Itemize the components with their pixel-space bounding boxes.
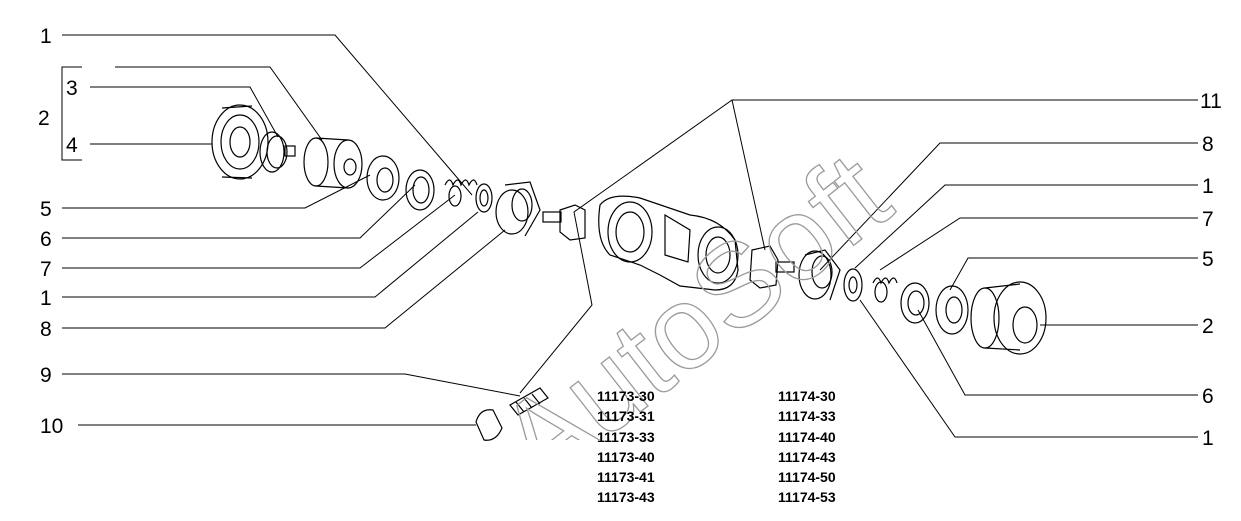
callout-label: 1 <box>40 25 52 48</box>
callout-label: 7 <box>1202 208 1214 231</box>
dust-cap-10 <box>475 409 503 441</box>
model-code: 11173-30 <box>597 388 655 404</box>
callout-label: 7 <box>40 258 52 281</box>
cylinder-body <box>598 195 739 291</box>
right-seal-5 <box>935 285 969 335</box>
left-seal-5 <box>366 155 400 201</box>
callout-label: 6 <box>1202 385 1214 408</box>
model-code: 11173-33 <box>597 429 655 445</box>
model-code: 11173-40 <box>597 449 655 465</box>
callout-label: 6 <box>40 228 52 251</box>
callout-label: 3 <box>66 77 78 100</box>
callout-label: 2 <box>38 107 50 130</box>
left-piston-body <box>303 137 363 189</box>
model-code: 11174-33 <box>778 408 836 424</box>
callout-label: 5 <box>1202 248 1214 271</box>
callout-label: 1 <box>40 287 52 310</box>
left-cap-4 <box>211 104 269 180</box>
callout-label: 1 <box>1202 427 1214 450</box>
callout-label: 8 <box>1202 133 1214 156</box>
right-boot-8 <box>798 249 841 301</box>
right-cap-2 <box>970 281 1047 355</box>
left-adjuster <box>542 204 586 241</box>
model-code: 11173-41 <box>597 469 655 485</box>
callout-label: 4 <box>66 134 78 157</box>
callout-label: 5 <box>40 198 52 221</box>
right-spring-7 <box>872 277 898 303</box>
left-piston-3 <box>259 131 296 173</box>
right-adjuster <box>749 245 795 289</box>
bleeder-screw-9 <box>509 387 549 416</box>
model-code: 11174-43 <box>778 449 836 465</box>
left-spring-7 <box>444 179 478 207</box>
left-washer-1 <box>475 183 493 213</box>
left-ring-6 <box>405 169 435 211</box>
callout-label: 2 <box>1202 315 1214 338</box>
left-boot-8 <box>495 181 541 237</box>
right-ring-6 <box>900 282 930 324</box>
model-code: 11173-43 <box>597 489 655 505</box>
callout-label: 10 <box>40 415 64 438</box>
model-code: 11174-40 <box>778 429 836 445</box>
model-code: 11173-31 <box>597 408 655 424</box>
callout-label: 8 <box>40 318 52 341</box>
callout-label: 9 <box>40 364 52 387</box>
callout-label: 1 <box>1202 175 1214 198</box>
leader-lines <box>61 34 1198 438</box>
callout-label: 11 <box>1200 90 1222 113</box>
model-code: 11174-53 <box>778 489 836 505</box>
right-washer-1 <box>843 268 863 302</box>
model-code: 11174-30 <box>778 388 836 404</box>
model-code: 11174-50 <box>778 469 836 485</box>
